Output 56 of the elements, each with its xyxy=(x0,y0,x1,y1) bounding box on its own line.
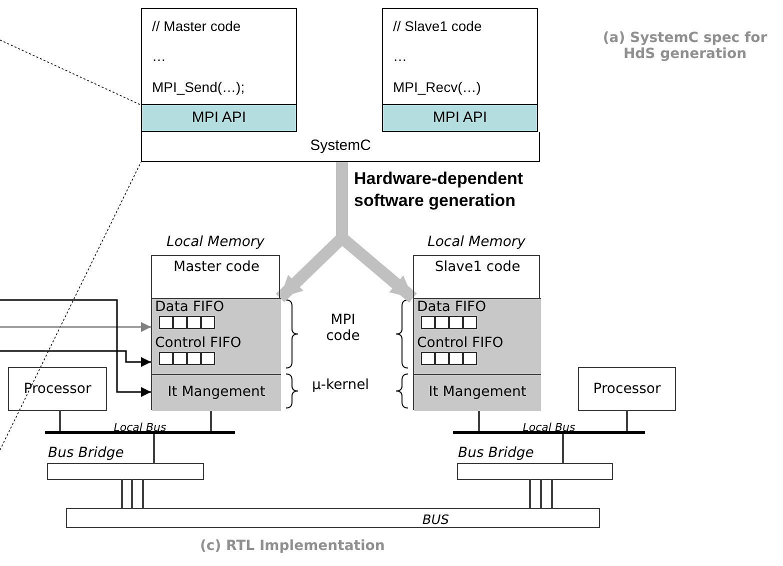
bus-connection xyxy=(529,479,553,509)
brace-label: μ-kernel xyxy=(312,377,370,393)
processor-box xyxy=(8,367,107,411)
zoom-line xyxy=(0,162,142,450)
bridge-heading: Bus Bridge xyxy=(48,445,124,461)
layer-label: SystemC xyxy=(310,137,371,154)
code-line: … xyxy=(152,48,167,64)
processor-label: Processor xyxy=(24,381,92,397)
box-label: It Mangement xyxy=(428,384,526,400)
code-line: … xyxy=(393,48,408,64)
bus-label: Local Bus xyxy=(114,421,166,434)
fifo-block xyxy=(152,299,281,335)
code-line: // Master code xyxy=(152,18,242,34)
box-label: Master code xyxy=(173,259,260,275)
connector-line xyxy=(59,411,61,434)
layer-label: MPI API xyxy=(432,109,488,126)
memory-heading: Local Memory xyxy=(166,234,266,250)
fifo-block xyxy=(414,335,541,374)
arrow xyxy=(0,350,151,367)
interrupt-management-box xyxy=(152,374,281,411)
bridge-heading: Bus Bridge xyxy=(458,445,534,461)
fifo-block xyxy=(152,335,281,374)
api-layer-box xyxy=(382,105,538,132)
processor-label: Processor xyxy=(593,381,661,397)
code-line: MPI_Send(…); xyxy=(152,78,246,95)
brace-label: MPI code xyxy=(325,312,361,344)
bus-label: Local Bus xyxy=(522,421,576,434)
box-label: Slave1 code xyxy=(434,259,520,275)
fifo-label: Data FIFO xyxy=(417,299,488,316)
code-line: MPI_Recv(…) xyxy=(393,78,482,95)
connector-line xyxy=(478,410,480,434)
systemc-layer-box xyxy=(141,132,540,162)
zoom-line xyxy=(0,40,142,106)
connector-line xyxy=(210,410,212,434)
layer-label: MPI API xyxy=(192,109,246,126)
code-line: // Slave1 code xyxy=(393,18,483,34)
interrupt-management-box xyxy=(414,374,541,411)
arrow xyxy=(0,299,151,397)
code-listing-box xyxy=(141,8,297,105)
arrow xyxy=(0,322,151,332)
processor-box xyxy=(578,367,676,411)
code-listing-box xyxy=(382,8,538,105)
fifo-label: Control FIFO xyxy=(417,335,504,352)
bus-connection xyxy=(121,479,144,509)
connector-line xyxy=(153,434,155,463)
box-label: It Mangement xyxy=(168,384,266,400)
fifo-label: Data FIFO xyxy=(155,299,226,316)
bus-label: BUS xyxy=(422,513,449,528)
memory-heading: Local Memory xyxy=(426,234,526,250)
connector-line xyxy=(562,434,564,463)
caption: (a) SystemC spec for HdS generation xyxy=(602,30,768,62)
api-layer-box xyxy=(141,105,297,132)
fifo-label: Control FIFO xyxy=(155,335,242,352)
system-bus-bar xyxy=(66,508,600,528)
fifo-block xyxy=(414,299,541,335)
connector-line xyxy=(626,411,628,434)
